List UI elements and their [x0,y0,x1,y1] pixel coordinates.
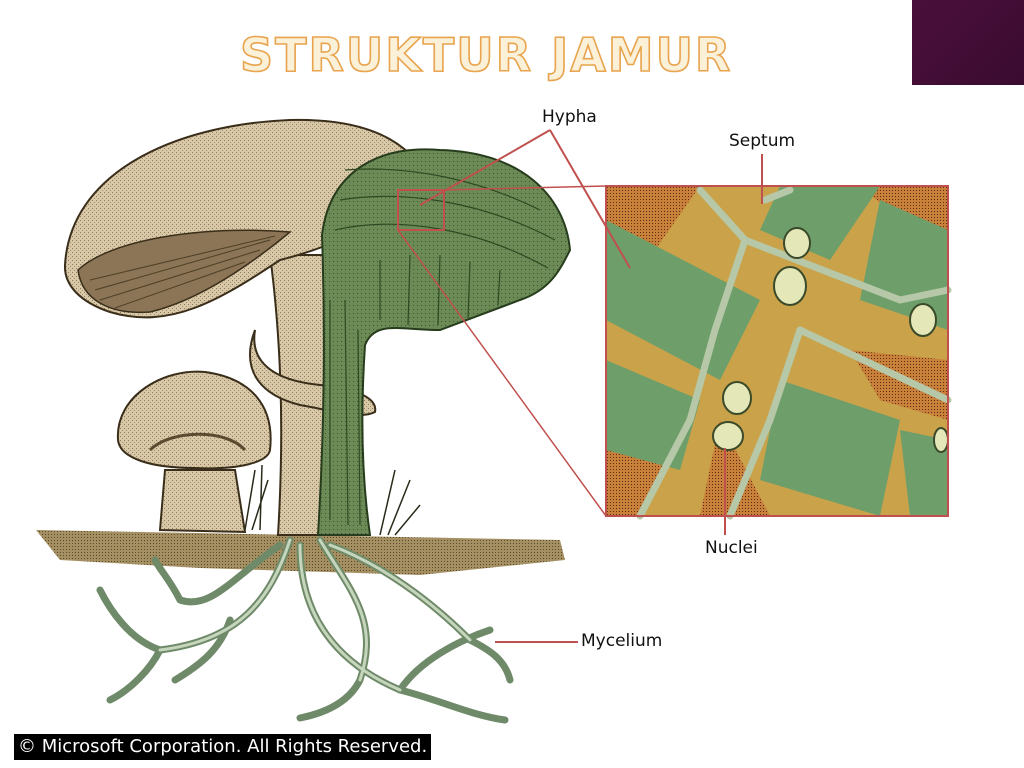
label-septum: Septum [729,131,796,151]
gill-lines [89,235,276,309]
label-hypha: Hypha [542,107,597,127]
hyphae-cutaway [316,148,572,536]
hyphae-strands [329,168,556,526]
label-leader-lines [419,129,763,643]
small-mushroom [116,370,272,534]
magnified-inset [605,185,952,520]
copyright-notice: © Microsoft Corporation. All Rights Rese… [14,734,432,760]
label-nuclei: Nuclei [705,538,758,558]
gills [77,229,292,314]
label-mycelium: Mycelium [581,631,663,651]
hypha-walls [636,186,952,520]
slide-title: STRUKTUR JAMUR [239,27,733,83]
zoom-connector-lines [397,185,607,517]
zoom-selection-box [397,189,445,231]
grass [244,464,421,536]
corner-decoration [912,0,1024,85]
mycelium-network-highlight [158,538,472,692]
nuclei-cells [712,227,949,453]
